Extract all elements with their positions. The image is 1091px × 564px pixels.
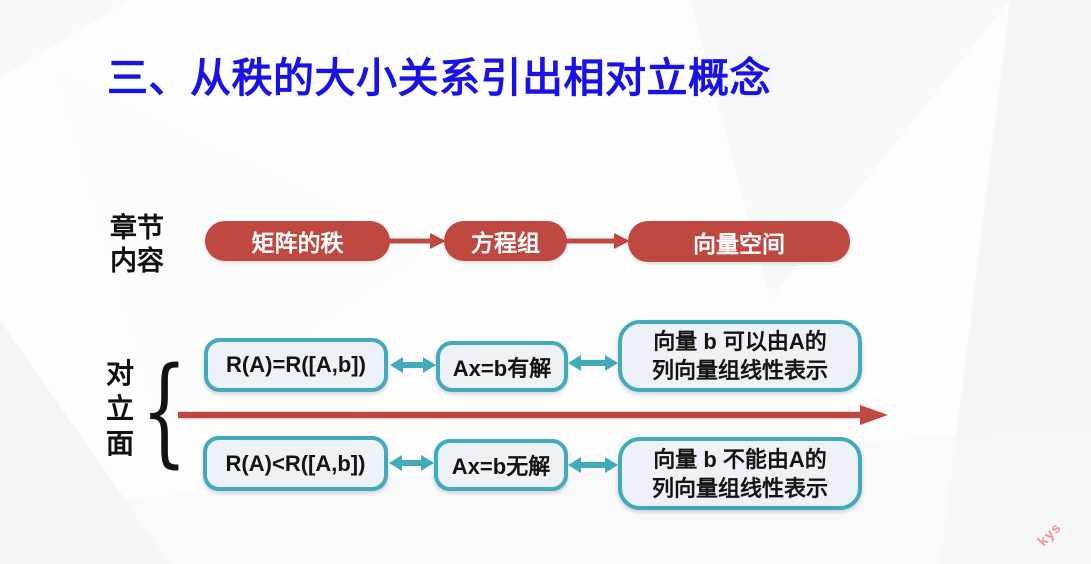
arrow-right-icon xyxy=(389,233,446,249)
box-vector-not-representable-line1: 向量 b 不能由A的 xyxy=(653,446,827,472)
box-rank-less: R(A)<R([A,b]) xyxy=(203,436,388,491)
long-arrow-icon xyxy=(178,405,888,425)
opposite-label: 对 立 面 xyxy=(106,356,134,461)
box-unsolvable: Ax=b无解 xyxy=(434,439,568,491)
slide-title: 三、从秩的大小关系引出相对立概念 xyxy=(107,55,771,101)
double-arrow-icon xyxy=(568,457,618,473)
box-vector-representable-line1: 向量 b 可以由A的 xyxy=(653,329,827,354)
chapter-label-line1: 章节 xyxy=(110,213,164,243)
pill-equation-system: 方程组 xyxy=(444,221,567,261)
box-solvable: Ax=b有解 xyxy=(436,341,568,392)
chapter-label-line2: 内容 xyxy=(110,246,164,276)
box-vector-not-representable: 向量 b 不能由A的 列向量组线性表示 xyxy=(618,437,862,510)
left-brace-icon: { xyxy=(141,341,188,479)
box-vector-not-representable-line2: 列向量组线性表示 xyxy=(651,475,828,501)
opposite-label-char2: 立 xyxy=(106,393,135,424)
double-arrow-icon xyxy=(568,355,618,371)
arrow-right-icon xyxy=(566,233,630,249)
opposite-label-char3: 面 xyxy=(106,428,135,459)
box-vector-representable-line2: 列向量组线性表示 xyxy=(651,358,828,383)
pill-matrix-rank: 矩阵的秩 xyxy=(205,221,390,261)
box-vector-representable: 向量 b 可以由A的 列向量组线性表示 xyxy=(618,320,862,392)
chapter-label: 章节 内容 xyxy=(110,212,164,278)
box-rank-equal: R(A)=R([A,b]) xyxy=(204,338,388,392)
double-arrow-icon xyxy=(389,455,434,471)
pill-vector-space: 向量空间 xyxy=(628,221,850,262)
double-arrow-icon xyxy=(390,357,436,373)
opposite-label-char1: 对 xyxy=(106,358,135,389)
